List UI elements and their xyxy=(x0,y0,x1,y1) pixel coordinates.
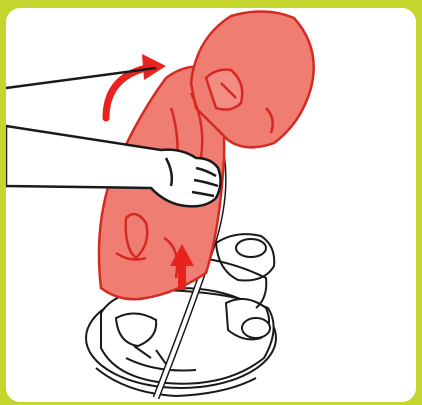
seat-cover-illustration xyxy=(6,8,416,402)
instruction-panel xyxy=(6,8,416,402)
